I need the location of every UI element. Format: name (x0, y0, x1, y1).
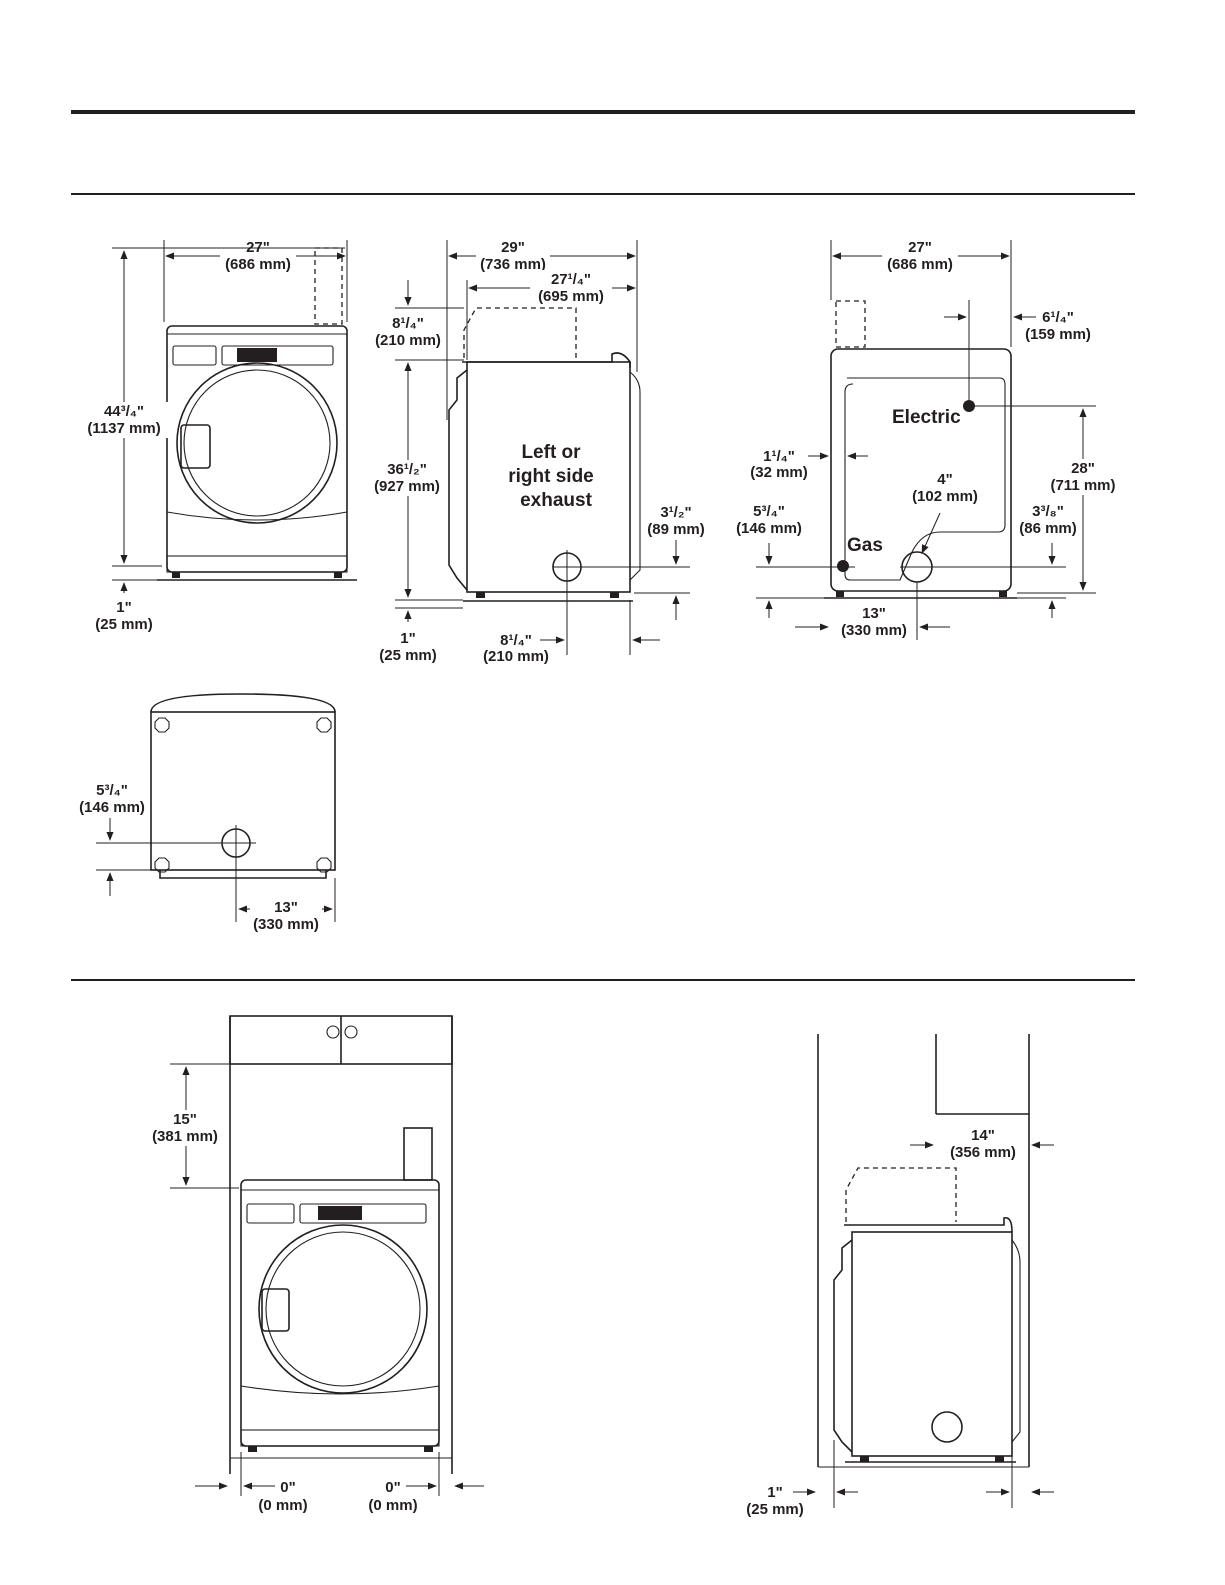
rear-electric-offset-inch: 6¹/₄" (1042, 309, 1074, 326)
left-side-clearance-inch: 0" (280, 1479, 295, 1496)
front-clearance-view: 15" (381 mm) 0" (0 mm) 0" (0 mm) (144, 1015, 484, 1514)
rear-width-inch: 27" (908, 239, 932, 256)
front-foot-mm: (25 mm) (95, 616, 153, 633)
rear-vent-center-inch: 13" (862, 605, 886, 622)
rear-gas-offset-inch: 1¹/₄" (763, 448, 795, 465)
side-cabinet-height-mm: (927 mm) (374, 478, 440, 495)
left-side-clearance-mm: (0 mm) (258, 1497, 307, 1514)
gas-label: Gas (847, 535, 883, 556)
side-cabinet-height-inch: 36¹/₂" (387, 461, 427, 478)
rear-width-mm: (686 mm) (887, 256, 953, 273)
side-exhaust-rear-mm: (210 mm) (483, 648, 549, 665)
side-vent-height-mm: (210 mm) (375, 332, 441, 349)
rear-gas-height-inch: 5³/₄" (753, 503, 785, 520)
rear-gas-height-mm: (146 mm) (736, 520, 802, 537)
front-height-mm: (1137 mm) (87, 420, 160, 437)
front-foot-inch: 1" (116, 599, 131, 616)
top-clearance-mm: (381 mm) (152, 1128, 218, 1145)
rear-clearance-inch: 1" (767, 1484, 782, 1501)
rear-vent-center-mm: (330 mm) (841, 622, 907, 639)
rear-vent-height-mm: (86 mm) (1019, 520, 1077, 537)
top-clearance-inch: 15" (173, 1111, 197, 1128)
rear-electric-height-mm: (711 mm) (1050, 477, 1115, 494)
section-rule-2 (71, 979, 1135, 981)
side-view: Left or right side exhaust 29" (736 mm) … (368, 238, 705, 665)
rear-vent-height-inch: 3³/₈" (1032, 503, 1064, 520)
side-foot-mm: (25 mm) (379, 647, 437, 664)
front-height-inch: 44³/₄" (104, 403, 144, 420)
cabinet-depth-mm: (356 mm) (950, 1144, 1016, 1161)
bottom-view: 5³/₄" (146 mm) 13" (330 mm) (79, 693, 336, 933)
closet-and-dryer-drawing (229, 1015, 453, 1474)
cabinet-depth-inch: 14" (971, 1127, 995, 1144)
front-dryer-drawing (157, 247, 357, 581)
bottom-dryer-drawing (150, 693, 336, 879)
right-side-clearance-mm: (0 mm) (368, 1497, 417, 1514)
rear-view: Electric Gas 27" (686 mm) 6¹/₄" (159 mm)… (736, 238, 1126, 640)
side-exhaust-height-inch: 3¹/₂" (660, 504, 691, 521)
rear-vent-diameter-inch: 4" (937, 471, 952, 488)
exhaust-label-1: Left or (521, 442, 581, 463)
bottom-vent-center-mm: (330 mm) (253, 916, 319, 933)
exhaust-label-3: exhaust (520, 490, 592, 511)
bottom-vent-center-inch: 13" (274, 899, 298, 916)
side-depth-inch: 29" (501, 239, 525, 256)
rear-vent-diameter-mm: (102 mm) (912, 488, 978, 505)
rear-electric-offset-mm: (159 mm) (1025, 326, 1091, 343)
bottom-vent-front-inch: 5³/₄" (96, 782, 128, 799)
rear-gas-offset-mm: (32 mm) (750, 464, 808, 481)
side-vent-height-inch: 8¹/₄" (392, 315, 424, 332)
rear-electric-height-inch: 28" (1071, 460, 1095, 477)
electric-label: Electric (892, 407, 961, 428)
front-width-mm: (686 mm) (225, 256, 291, 273)
bottom-vent-front-mm: (146 mm) (79, 799, 145, 816)
side-exhaust-rear-inch: 8¹/₄" (500, 632, 532, 649)
exhaust-label-2: right side (508, 466, 594, 487)
side-foot-inch: 1" (400, 630, 415, 647)
side-body-depth-mm: (695 mm) (538, 288, 604, 305)
side-exhaust-height-mm: (89 mm) (647, 521, 705, 538)
rear-clearance-mm: (25 mm) (746, 1501, 804, 1518)
side-body-depth-inch: 27¹/₄" (551, 271, 591, 288)
alcove-and-dryer-drawing (817, 1034, 1030, 1468)
top-heavy-rule (71, 110, 1135, 114)
section-rule-1 (71, 193, 1135, 195)
side-clearance-view: 14" (356 mm) 1" (25 mm) (746, 1034, 1054, 1518)
right-side-clearance-inch: 0" (385, 1479, 400, 1496)
side-depth-mm: (736 mm) (480, 256, 546, 273)
front-view: 27" (686 mm) 44³/₄" (1137 mm) 1" (25 mm) (80, 238, 357, 633)
